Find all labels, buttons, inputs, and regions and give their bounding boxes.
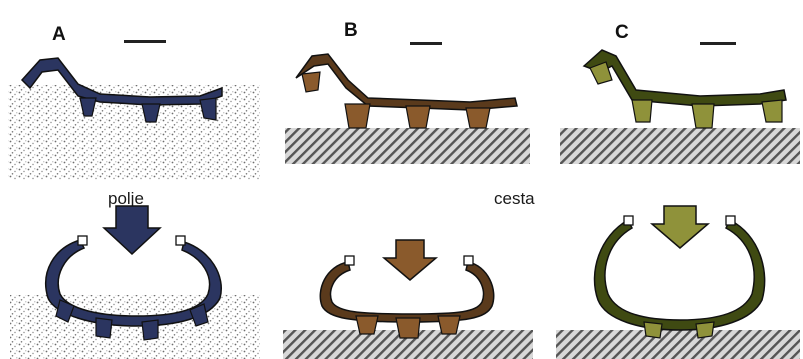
- tread-lug: [762, 100, 782, 122]
- tread-lug: [356, 316, 378, 334]
- panel-a-top: A: [8, 24, 260, 180]
- rim-flange: [624, 216, 633, 225]
- tread-lug: [302, 72, 320, 92]
- tread-lug: [96, 318, 112, 338]
- rim-flange: [176, 236, 185, 245]
- tread-lug: [632, 100, 652, 122]
- load-arrow: [652, 206, 708, 248]
- soil-ground: [10, 295, 260, 359]
- tread-lug: [644, 322, 662, 338]
- label-road: cesta: [494, 189, 535, 208]
- tyre-section: [584, 50, 786, 106]
- panel-a-bottom: [10, 206, 260, 359]
- rim-flange: [726, 216, 735, 225]
- tread-lug: [142, 320, 158, 340]
- tread-lug: [466, 108, 490, 128]
- road-ground: [285, 128, 530, 164]
- scale-bar: [700, 42, 736, 45]
- tread-lug: [696, 322, 714, 338]
- label-field: polje: [108, 189, 144, 208]
- scale-bar: [410, 42, 442, 45]
- tread-lug: [438, 316, 460, 334]
- panel-letter-b: B: [344, 20, 358, 41]
- scale-bar: [124, 40, 166, 43]
- tread-lug: [396, 318, 420, 338]
- rim-flange: [345, 256, 354, 265]
- tyre-section: [296, 54, 517, 110]
- panel-c-top: C: [560, 22, 800, 164]
- tread-lug: [406, 106, 430, 128]
- panel-letter-a: A: [52, 24, 66, 45]
- load-arrow: [104, 206, 160, 254]
- tread-lug: [692, 104, 714, 128]
- panel-c-bottom: [556, 206, 800, 359]
- panel-b-bottom: [283, 240, 533, 359]
- road-ground: [556, 330, 800, 359]
- tread-lug: [345, 104, 370, 128]
- load-arrow: [384, 240, 436, 280]
- panel-b-top: B: [285, 20, 530, 164]
- road-ground: [560, 128, 800, 164]
- panel-letter-c: C: [615, 22, 629, 43]
- rim-flange: [78, 236, 87, 245]
- rim-flange: [464, 256, 473, 265]
